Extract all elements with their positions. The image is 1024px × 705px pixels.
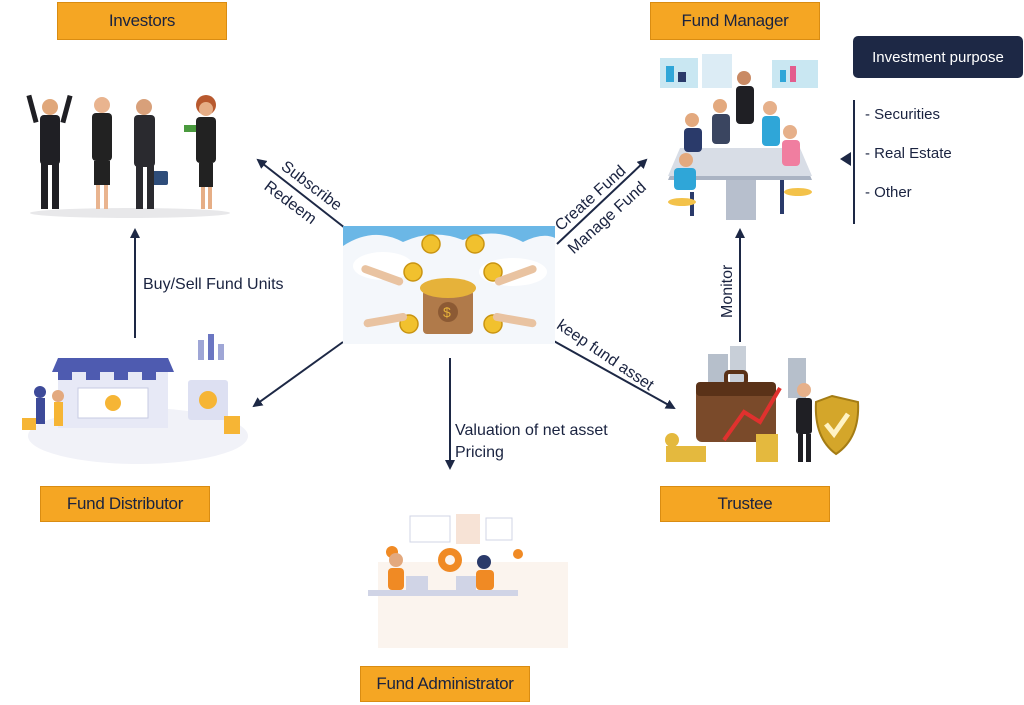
purpose-item-other: - Other	[865, 184, 912, 201]
fund-administrator-box: Fund Administrator	[360, 666, 530, 702]
fund-distributor-box: Fund Distributor	[40, 486, 210, 522]
arrow-to-fund-manager	[556, 158, 648, 245]
investors-box: Investors	[57, 2, 227, 40]
fund-administrator-illustration	[368, 514, 568, 648]
fund-manager-box: Fund Manager	[650, 2, 820, 40]
label-buy-sell: Buy/Sell Fund Units	[143, 276, 284, 293]
purpose-item-securities: - Securities	[865, 106, 941, 123]
arrow-to-trustee	[533, 329, 676, 409]
fund-coins-illustration: $	[343, 226, 555, 344]
investors-illustration	[26, 94, 230, 218]
label-valuation: Valuation of net asset	[455, 422, 608, 439]
investment-purpose-badge: Investment purpose	[853, 36, 1023, 78]
arrow-to-investors	[256, 158, 346, 229]
person-4	[184, 95, 216, 209]
fund-distributor-illustration	[22, 334, 248, 464]
label-monitor: Monitor	[719, 264, 736, 318]
trustee-box: Trustee	[660, 486, 830, 522]
purpose-pointer-icon	[840, 152, 851, 166]
label-pricing: Pricing	[455, 444, 504, 461]
purpose-bracket-line	[853, 100, 855, 224]
svg-text:$: $	[443, 304, 451, 320]
trustee-illustration	[665, 346, 860, 462]
person-2	[92, 97, 112, 209]
arrow-to-distributor	[252, 341, 344, 408]
person-1	[26, 94, 73, 209]
purpose-item-real-estate: - Real Estate	[865, 145, 952, 162]
person-3	[134, 99, 168, 209]
fund-manager-illustration	[660, 54, 818, 220]
